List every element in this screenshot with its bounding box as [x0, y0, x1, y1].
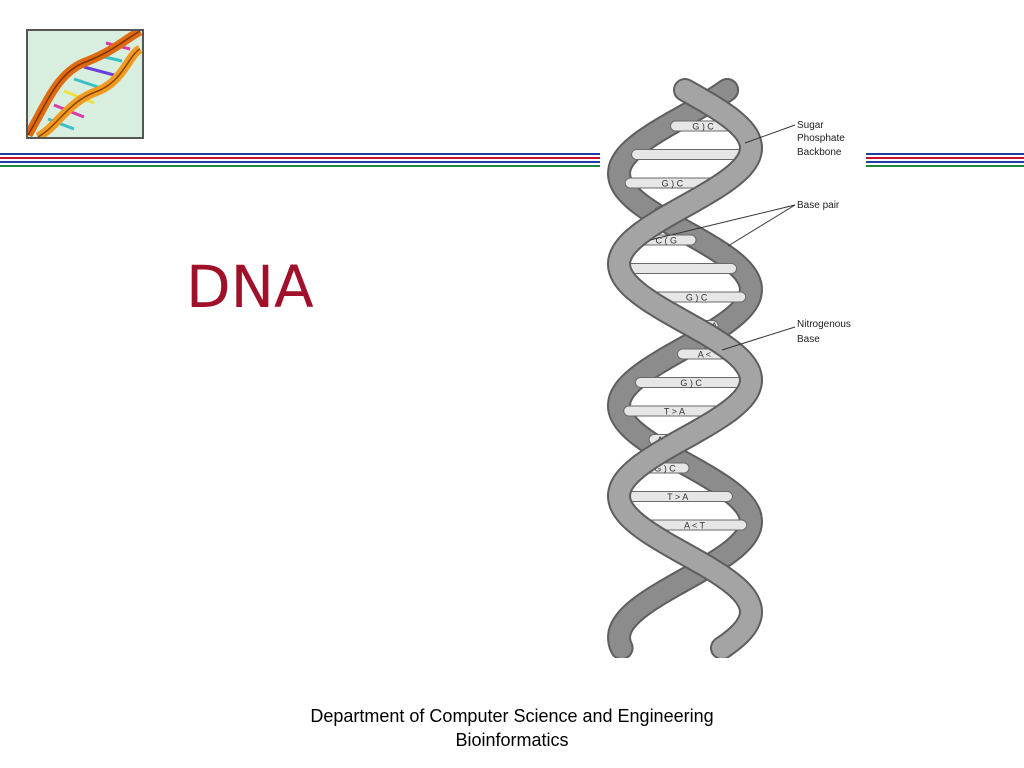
base-pair-bar — [622, 263, 738, 274]
base-pair-letters: C ( G — [655, 236, 677, 246]
base-pair-letters: A < T — [684, 521, 706, 531]
base-pair-letters: G ) C — [692, 122, 714, 132]
header-rule-right — [866, 153, 1024, 171]
base-pair-letters: A < — [698, 350, 711, 360]
base-pair-letters: G ) C — [662, 179, 684, 189]
base-pair-letters: T > A — [664, 407, 685, 417]
rule-stripe-red — [0, 157, 600, 159]
label-nitrogenous: Nitrogenous — [797, 319, 851, 330]
label-base-pair: Base pair — [797, 200, 840, 211]
rule-stripe-green — [0, 165, 600, 167]
dna-helix-icon — [26, 29, 144, 139]
base-pair-letters: G ) C — [654, 464, 676, 474]
rule-stripe-blue — [866, 161, 1024, 163]
rule-stripe-blue — [866, 153, 1024, 155]
rule-stripe-red — [866, 157, 1024, 159]
base-pair-letters: T > A — [667, 492, 688, 502]
backbone-strand-front — [606, 78, 764, 658]
backbone-leader-line — [744, 124, 796, 144]
logo-helix-graphic — [28, 31, 142, 137]
label-sugar: Sugar — [797, 120, 824, 131]
base-pair-rect — [622, 263, 738, 274]
base-pair-letters: G ) C — [680, 378, 702, 388]
slide-title: DNA — [186, 253, 314, 321]
rule-stripe-green — [866, 165, 1024, 167]
base-pair-bar: G ) C — [634, 377, 748, 388]
base-pair-letters: G ) C — [686, 293, 708, 303]
base-pair-rect — [631, 149, 747, 160]
label-phosphate: Phosphate — [797, 133, 845, 144]
base-pair-bar — [631, 149, 747, 160]
nitrogenous-leader-line — [721, 326, 796, 351]
rule-stripe-blue — [0, 153, 600, 155]
backbone-ribbon — [608, 80, 762, 658]
backbone-ribbon — [608, 80, 762, 658]
base-pair-leader-line-2 — [727, 204, 796, 247]
slide-footer: Department of Computer Science and Engin… — [212, 704, 812, 752]
header-rule-left — [0, 153, 600, 171]
rule-stripe-blue — [0, 161, 600, 163]
base-pair-bar: T > A — [622, 491, 733, 502]
dna-double-helix-diagram: G ) C G ) C A < T C ( G G ) C T > A A < G ) C T … — [606, 78, 851, 658]
label-base: Base — [797, 334, 820, 345]
footer-department: Department of Computer Science and Engin… — [310, 706, 714, 726]
footer-course: Bioinformatics — [455, 730, 569, 750]
backbone-strand-back — [606, 78, 764, 658]
base-pair-leader-line-1 — [649, 204, 796, 241]
label-backbone: Backbone — [797, 147, 842, 158]
